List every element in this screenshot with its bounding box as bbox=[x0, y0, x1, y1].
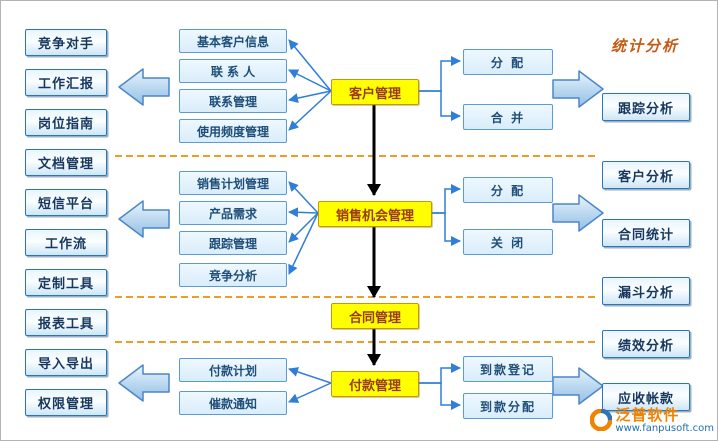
big-arrow-right-bottom bbox=[552, 367, 604, 405]
node-contract-management: 合同管理 bbox=[331, 303, 419, 329]
payment-sub-connectors bbox=[288, 367, 332, 403]
left-item-competitors: 竞争对手 bbox=[25, 29, 107, 56]
fanpu-logo-icon bbox=[590, 409, 613, 432]
big-arrow-left-middle bbox=[118, 200, 170, 238]
node-sales-opportunity-management: 销售机会管理 bbox=[318, 201, 432, 227]
action-customer-merge: 合 并 bbox=[463, 104, 553, 130]
action-payment-assign: 到款分配 bbox=[463, 393, 553, 419]
watermark-brand: 泛普软件 bbox=[615, 405, 680, 424]
action-sales-assign: 分 配 bbox=[463, 177, 553, 203]
sub-contacts: 联 系 人 bbox=[179, 59, 287, 83]
watermark: 泛普软件 www.fanpusoft.com bbox=[590, 405, 714, 434]
sub-contact-management: 联系管理 bbox=[179, 89, 287, 113]
customer-action-connectors bbox=[417, 56, 461, 121]
sub-reminder-notice: 催款通知 bbox=[179, 391, 287, 415]
sales-sub-connectors bbox=[288, 181, 319, 275]
left-item-doc-management: 文档管理 bbox=[25, 149, 107, 176]
sub-usage-frequency: 使用频度管理 bbox=[179, 119, 287, 143]
sub-sales-plan-management: 销售计划管理 bbox=[179, 171, 287, 195]
big-arrow-left-bottom bbox=[118, 364, 170, 402]
sales-action-connectors bbox=[430, 184, 461, 246]
right-item-funnel-analysis: 漏斗分析 bbox=[602, 277, 690, 305]
big-arrow-right-middle bbox=[552, 194, 604, 232]
statistics-analysis-title: 统计分析 bbox=[610, 37, 679, 55]
left-item-permissions: 权限管理 bbox=[25, 389, 107, 416]
left-item-import-export: 导入导出 bbox=[25, 349, 107, 376]
sub-tracking-management: 跟踪管理 bbox=[179, 231, 287, 255]
node-payment-management: 付款管理 bbox=[331, 371, 419, 397]
sub-payment-plan: 付款计划 bbox=[179, 358, 287, 382]
big-arrow-right-top bbox=[552, 70, 604, 108]
left-item-report-tools: 报表工具 bbox=[25, 309, 107, 336]
sub-basic-customer-info: 基本客户信息 bbox=[179, 29, 287, 53]
right-item-tracking-analysis: 跟踪分析 bbox=[602, 93, 690, 121]
action-customer-assign: 分 配 bbox=[463, 49, 553, 75]
right-item-receivables: 应收帐款 bbox=[602, 383, 690, 411]
right-item-contract-statistics: 合同统计 bbox=[602, 219, 690, 247]
right-item-customer-analysis: 客户分析 bbox=[602, 161, 690, 189]
sub-competition-analysis: 竞争分析 bbox=[179, 263, 287, 287]
right-item-performance-analysis: 绩效分析 bbox=[602, 330, 690, 358]
payment-action-connectors bbox=[417, 363, 461, 410]
left-item-sms-platform: 短信平台 bbox=[25, 189, 107, 216]
customer-sub-connectors bbox=[288, 39, 332, 131]
left-item-work-report: 工作汇报 bbox=[25, 69, 107, 96]
left-item-custom-tools: 定制工具 bbox=[25, 269, 107, 296]
node-customer-management: 客户管理 bbox=[331, 79, 419, 105]
action-payment-register: 到款登记 bbox=[463, 356, 553, 382]
action-sales-close: 关 闭 bbox=[463, 229, 553, 255]
left-item-post-guide: 岗位指南 bbox=[25, 109, 107, 136]
left-item-workflow: 工作流 bbox=[25, 229, 107, 256]
watermark-url: www.fanpusoft.com bbox=[615, 423, 714, 434]
big-arrow-left-top bbox=[118, 68, 170, 106]
sub-product-demand: 产品需求 bbox=[179, 201, 287, 225]
